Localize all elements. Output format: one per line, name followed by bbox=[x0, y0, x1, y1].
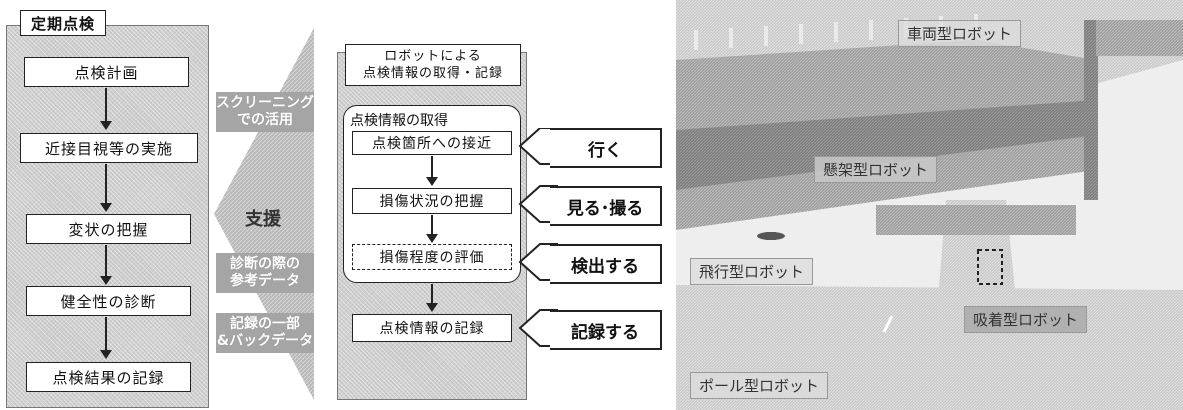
left-panel-title: 定期点検 bbox=[20, 10, 106, 36]
label-vehicle-robot: 車両型ロボット bbox=[898, 20, 1022, 47]
label-bridge-beam-robot: 懸架型ロボット bbox=[814, 156, 938, 183]
support-item-diagnosis-data: 診断の際の 参考データ bbox=[216, 253, 314, 293]
support-item-backup-data: 記録の一部 &バックデータ bbox=[216, 313, 314, 353]
center-panel-title: ロボットによる 点検情報の取得・記録 bbox=[345, 44, 521, 86]
callout-pointer bbox=[518, 128, 558, 165]
pier-cap bbox=[876, 205, 1076, 235]
callout-go: 行く bbox=[550, 128, 662, 168]
bridge-illustration bbox=[676, 0, 1183, 410]
label-adhesion-robot: 吸着型ロボット bbox=[964, 306, 1088, 333]
support-item-screening: スクリーニング での活用 bbox=[216, 92, 314, 132]
center-title-line1: ロボットによる bbox=[384, 49, 482, 64]
girder-shadow bbox=[676, 100, 1096, 190]
bridge-robot-photo: 車両型ロボット 懸架型ロボット 飛行型ロボット 吸着型ロボット ポール型ロボット bbox=[676, 0, 1183, 410]
drone-icon bbox=[757, 232, 785, 240]
step-approach-inspection-point: 点検箇所への接近 bbox=[352, 131, 512, 155]
step-damage-evaluation: 損傷程度の評価 bbox=[352, 244, 512, 270]
support-label: 支援 bbox=[245, 209, 281, 230]
callout-see-shoot: 見る･撮る bbox=[550, 186, 662, 226]
callout-pointers bbox=[518, 128, 558, 347]
callout-detect: 検出する bbox=[550, 244, 662, 284]
step-info-record: 点検情報の記録 bbox=[352, 314, 512, 342]
label-flying-robot: 飛行型ロボット bbox=[690, 258, 814, 285]
step-result-record: 点検結果の記録 bbox=[26, 362, 191, 392]
step-inspection-plan: 点検計画 bbox=[24, 57, 189, 87]
step-damage-grasp: 損傷状況の把握 bbox=[352, 188, 512, 214]
vehicle-robot-arm bbox=[1084, 20, 1098, 200]
label-pole-robot: ポール型ロボット bbox=[690, 372, 829, 399]
acquisition-group-title: 点検情報の取得 bbox=[350, 113, 448, 129]
step-close-visual-inspection: 近接目視等の実施 bbox=[20, 133, 198, 163]
center-title-line2: 点検情報の取得・記録 bbox=[362, 66, 503, 81]
step-soundness-diagnosis: 健全性の診断 bbox=[26, 286, 191, 316]
adhesion-robot-frame bbox=[977, 249, 1003, 285]
step-deformation-grasp: 変状の把握 bbox=[26, 214, 191, 244]
callout-record: 記録する bbox=[550, 310, 662, 350]
